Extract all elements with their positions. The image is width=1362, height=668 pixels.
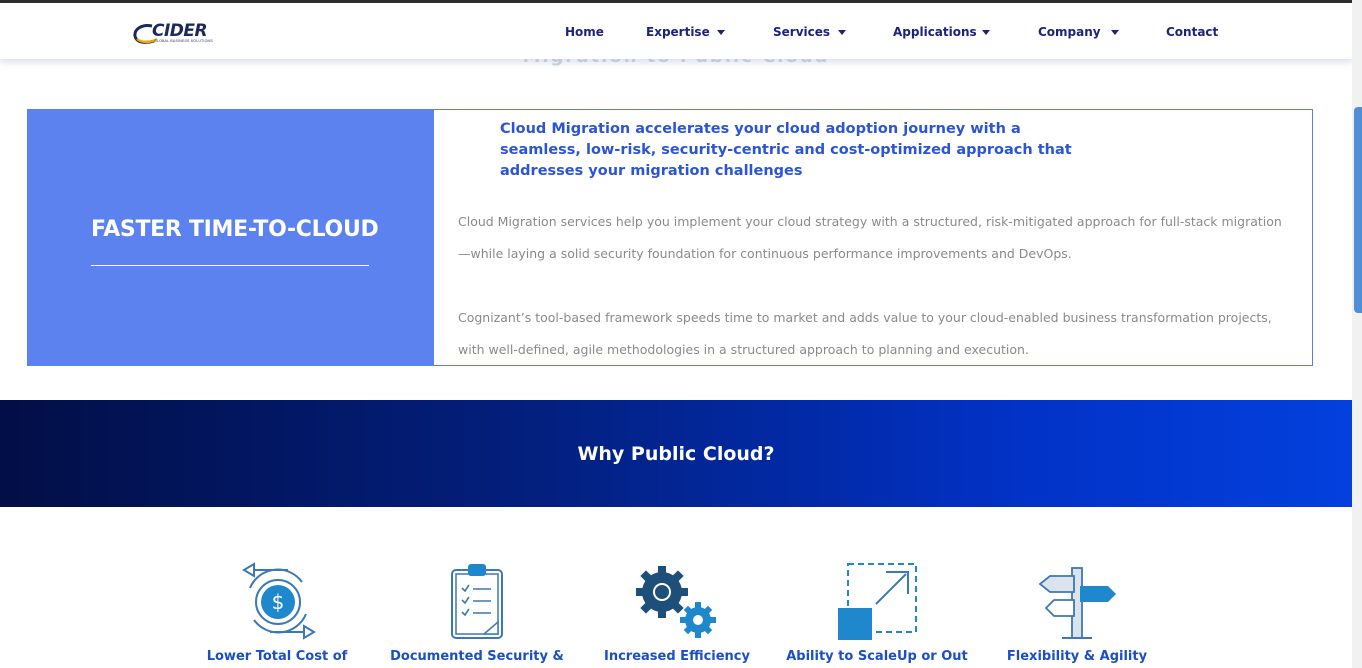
clipboard-checklist-icon	[451, 564, 503, 639]
why-cloud-banner	[0, 400, 1352, 507]
logo-swoosh-icon	[133, 24, 158, 44]
svg-text:$: $	[272, 590, 285, 614]
benefit-label: Ability to ScaleUp or Out	[786, 649, 968, 664]
feature-heading: FASTER TIME-TO-CLOUD	[91, 217, 379, 242]
why-cloud-title: Why Public Cloud?	[577, 443, 775, 465]
benefit-label: Increased Efficiency	[604, 649, 750, 664]
feature-lead-text: Cloud Migration accelerates your cloud a…	[500, 121, 1072, 179]
site-header: CIDER GLOBAL BUSINESS SOLUTIONS Home Exp…	[0, 3, 1352, 59]
benefit-label: Lower Total Cost of	[206, 649, 348, 664]
nav-home[interactable]: Home	[565, 25, 604, 39]
benefit-label: Flexibility & Agility	[1006, 649, 1148, 664]
gears-icon	[636, 566, 716, 638]
expertise-chevron-down-icon[interactable]	[717, 30, 725, 35]
nav-expertise[interactable]: Expertise	[646, 25, 710, 39]
cider-logo[interactable]: CIDER GLOBAL BUSINESS SOLUTIONS	[132, 21, 213, 49]
logo-subtext: GLOBAL BUSINESS SOLUTIONS	[154, 39, 213, 43]
nav-contact[interactable]: Contact	[1166, 25, 1219, 39]
logo-text: CIDER	[152, 21, 208, 41]
top-border	[0, 0, 1362, 3]
services-chevron-down-icon[interactable]	[838, 30, 846, 35]
company-chevron-down-icon[interactable]	[1111, 30, 1119, 35]
feature-paragraph: Cloud Migration services help you implem…	[458, 214, 1282, 261]
scale-up-icon	[838, 563, 917, 640]
nav-services[interactable]: Services	[773, 25, 831, 39]
page-scrollbar-track[interactable]	[1352, 0, 1362, 668]
signpost-icon	[1038, 567, 1116, 639]
feature-paragraph: Cognizant’s tool-based framework speeds …	[458, 310, 1272, 357]
benefit-label: Documented Security &	[390, 649, 564, 664]
applications-chevron-down-icon[interactable]	[982, 30, 990, 35]
feature-divider	[91, 265, 369, 266]
nav-applications[interactable]: Applications	[893, 25, 977, 39]
nav-company[interactable]: Company	[1038, 25, 1101, 39]
cost-cycle-icon: $	[242, 562, 316, 640]
page-scrollbar-thumb[interactable]	[1354, 107, 1362, 313]
feature-panel	[27, 109, 434, 366]
